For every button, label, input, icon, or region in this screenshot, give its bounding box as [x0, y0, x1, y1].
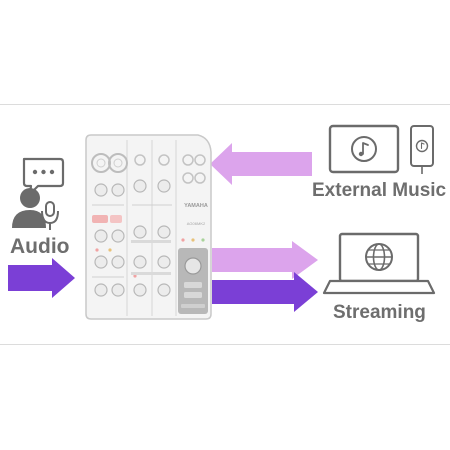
mixer-brand: YAMAHA — [184, 203, 208, 209]
monitor-output-arrow — [212, 241, 318, 279]
external-music-label: External Music — [312, 180, 447, 201]
laptop-globe-icon — [322, 232, 436, 295]
person-icon — [12, 188, 46, 228]
microphone-icon — [41, 201, 59, 230]
tablet-music-icon — [328, 124, 400, 174]
mixer-device: YAMAHA AG06MK2 — [85, 134, 212, 320]
speech-bubble-icon — [22, 157, 65, 196]
external-music-arrow — [210, 143, 312, 185]
bottom-divider — [0, 344, 450, 345]
mixer-model: AG06MK2 — [187, 221, 206, 226]
audio-input-arrow — [8, 258, 75, 298]
phone-music-icon — [410, 125, 434, 174]
audio-label: Audio — [10, 235, 70, 258]
top-divider — [0, 104, 450, 105]
streaming-output-arrow — [212, 272, 318, 312]
streaming-label: Streaming — [333, 302, 426, 323]
globe-icon — [365, 243, 393, 271]
